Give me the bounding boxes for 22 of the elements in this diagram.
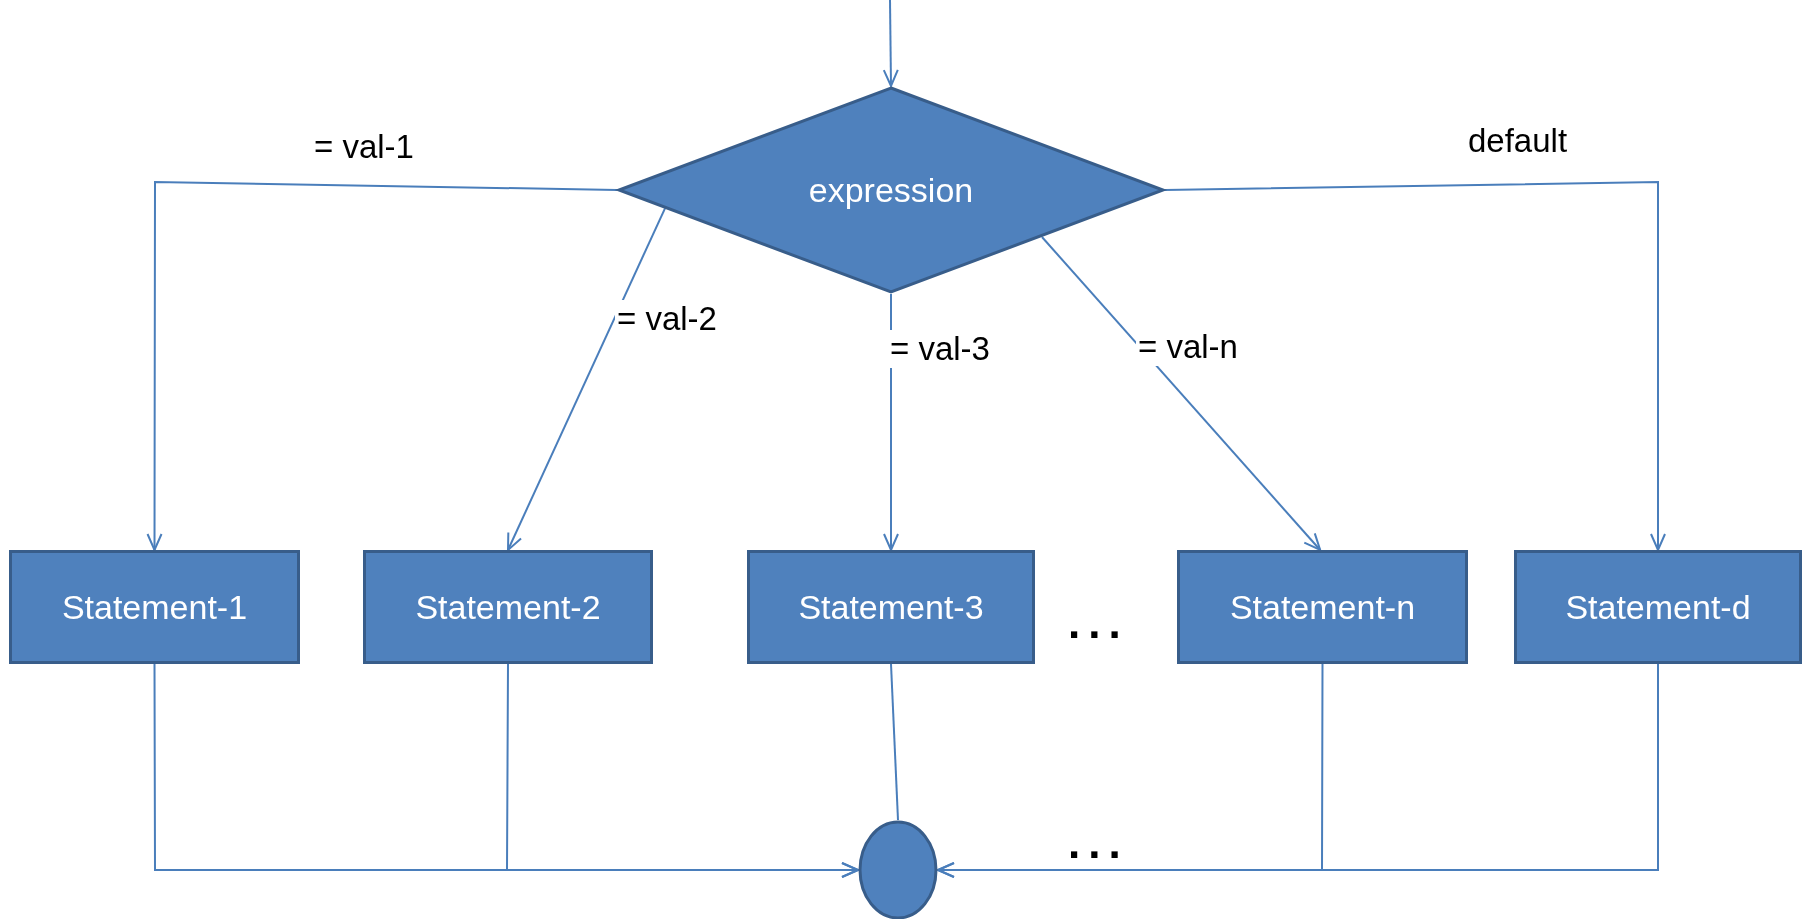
node-text: Statement-n <box>1229 587 1416 627</box>
process-box <box>363 550 653 664</box>
process-box <box>1177 550 1468 664</box>
arrow <box>937 663 1659 878</box>
process-box <box>1514 550 1802 664</box>
node-text: Statement-2 <box>415 587 601 627</box>
arrow <box>507 207 666 551</box>
ellipsis-text: ... <box>1068 818 1129 868</box>
ellipsis-text: ... <box>1068 598 1129 648</box>
arrow <box>882 0 899 87</box>
edge-label: = val-3 <box>888 330 992 368</box>
arrow <box>1040 236 1322 551</box>
process-box <box>9 550 300 664</box>
node-text: Statement-3 <box>798 587 984 627</box>
process-box <box>747 550 1035 664</box>
node-text: expression <box>808 170 974 210</box>
decision-diamond <box>617 86 1165 294</box>
arrow <box>506 663 859 878</box>
arrow <box>146 181 618 551</box>
node-text: Statement-1 <box>61 587 248 627</box>
arrow <box>1164 181 1666 551</box>
node-text: Statement-d <box>1565 587 1751 627</box>
